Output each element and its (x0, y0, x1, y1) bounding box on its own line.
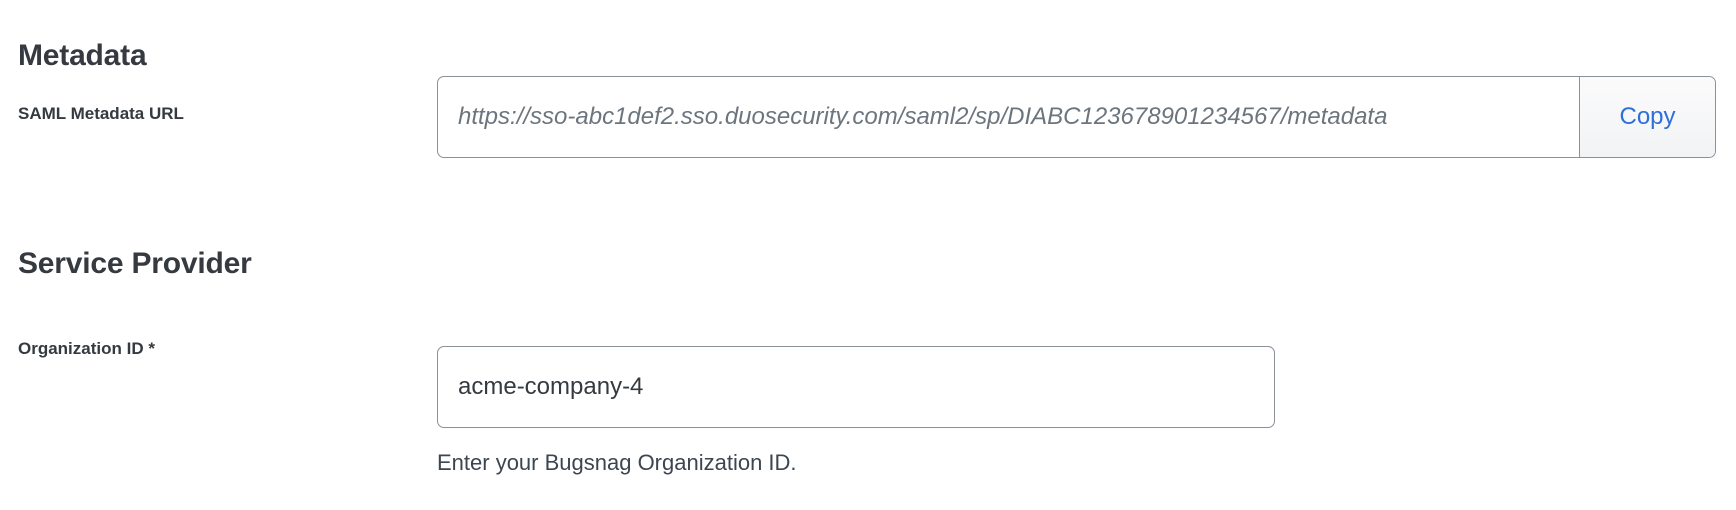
organization-id-help-text: Enter your Bugsnag Organization ID. (437, 450, 797, 475)
copy-button[interactable]: Copy (1579, 77, 1715, 157)
saml-metadata-url-input[interactable]: https://sso-abc1def2.sso.duosecurity.com… (458, 103, 1388, 130)
page-section-heading-metadata: Metadata (18, 38, 147, 72)
page-section-heading-service-provider: Service Provider (18, 246, 252, 280)
label-organization-id: Organization ID * (18, 339, 155, 358)
organization-id-input[interactable] (437, 346, 1275, 428)
saml-metadata-url-field-group: https://sso-abc1def2.sso.duosecurity.com… (437, 76, 1716, 158)
label-saml-metadata-url: SAML Metadata URL (18, 104, 184, 123)
